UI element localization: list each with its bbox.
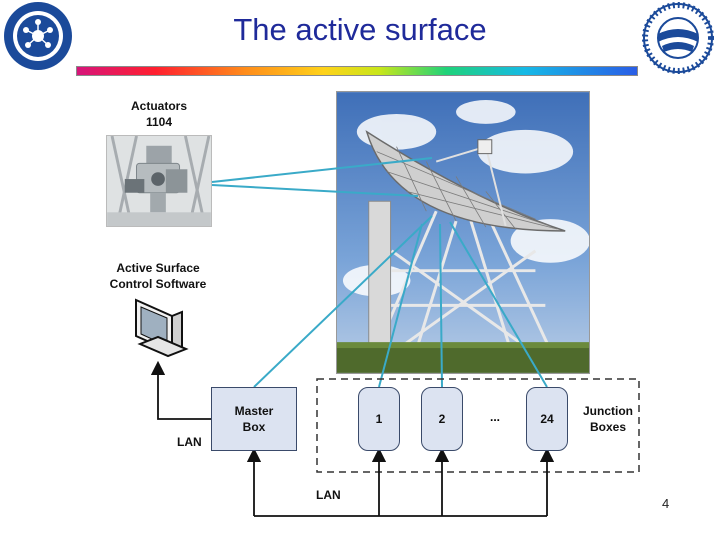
software-label-line1: Active Surface — [116, 261, 200, 275]
box-cables — [253, 215, 548, 388]
junction-label-line1: Junction — [583, 404, 633, 418]
slide-title: The active surface — [233, 12, 487, 47]
junction-box-2: 2 — [421, 387, 463, 451]
actuators-count: 1104 — [145, 115, 173, 129]
actuators-label: Actuators 1104 — [118, 98, 200, 130]
lan-network — [150, 360, 555, 517]
junction-box-1: 1 — [358, 387, 400, 451]
actuator-photo — [106, 135, 212, 227]
master-box: Master Box — [211, 387, 297, 451]
software-label: Active Surface Control Software — [98, 260, 218, 292]
master-box-line2: Box — [242, 420, 266, 434]
title-divider-bar — [76, 66, 638, 76]
lan-label-bottom: LAN — [316, 488, 341, 502]
actuator-cables — [211, 157, 433, 197]
monitor-icon — [135, 298, 189, 358]
master-box-line1: Master — [234, 404, 274, 418]
junction-box-24: 24 — [526, 387, 568, 451]
junction-label-line2: Boxes — [589, 420, 627, 434]
observatory-seal-icon — [642, 2, 714, 74]
actuators-title: Actuators — [130, 99, 187, 113]
junction-enclosure — [316, 378, 640, 473]
junction-boxes-label: Junction Boxes — [576, 403, 640, 435]
academy-seal-icon — [4, 2, 72, 70]
page-number: 4 — [662, 496, 670, 511]
radio-telescope-photo — [336, 91, 590, 374]
junction-ellipsis: ... — [489, 410, 500, 424]
software-label-line2: Control Software — [109, 277, 207, 291]
lan-label-left: LAN — [177, 435, 202, 449]
